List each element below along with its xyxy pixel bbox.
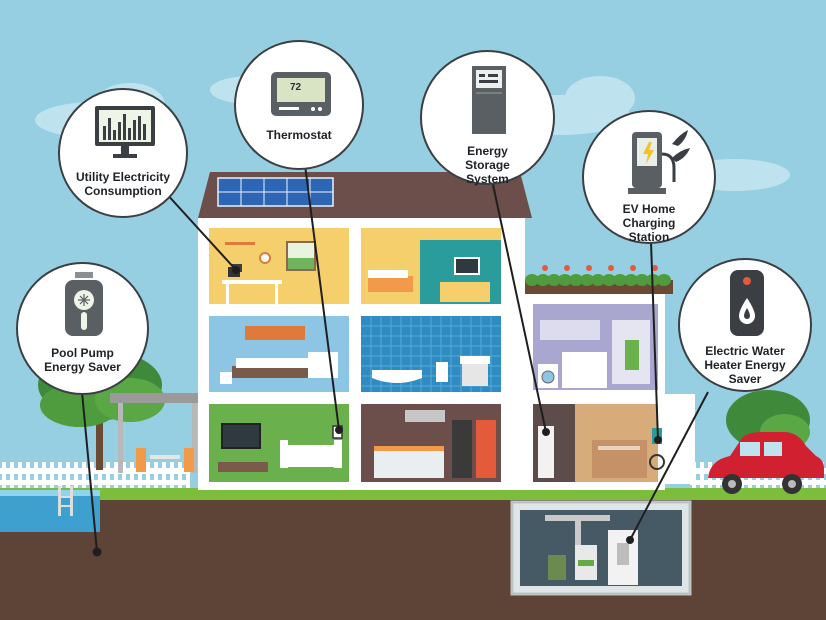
thermostat-callout-label: Thermostat [266, 128, 332, 142]
ground [0, 500, 826, 620]
storage-callout-label: Energy Storage System [465, 144, 510, 186]
bath-tiles [361, 316, 501, 392]
water-heater-callout-label: Electric Water Heater Energy Saver [704, 344, 786, 386]
pool-pump-callout-label: Pool Pump Energy Saver [44, 346, 121, 374]
solar-panels [217, 177, 334, 207]
monitor-bar-chart-icon [95, 106, 155, 158]
battery-cabinet-icon [472, 66, 506, 134]
pool-pump-callout: Pool Pump Energy Saver [16, 262, 149, 395]
utility-callout-label: Utility Electricity Consumption [75, 170, 171, 198]
ev-callout-label: EV Home Charging Station [622, 202, 676, 244]
utility-callout: Utility Electricity Consumption [58, 88, 188, 218]
thermostat-icon [271, 72, 331, 116]
basement [510, 500, 692, 596]
grass-strip [0, 488, 826, 500]
pool-pump-icon [65, 272, 103, 336]
storage-callout: Energy Storage System [420, 50, 555, 186]
car [708, 432, 824, 494]
water-heater-icon [730, 270, 764, 336]
pergola [110, 393, 205, 473]
office-room [209, 228, 349, 304]
leader-lines [81, 164, 709, 557]
ev-charger-icon [628, 130, 690, 194]
thermostat-temperature: 72 [290, 82, 302, 93]
water-heater-callout: Electric Water Heater Energy Saver [678, 258, 812, 392]
thermostat-callout: 72 Thermostat [234, 40, 364, 170]
garden-plants [525, 265, 671, 286]
ev-callout: EV Home Charging Station [582, 110, 716, 244]
pool [0, 486, 100, 532]
